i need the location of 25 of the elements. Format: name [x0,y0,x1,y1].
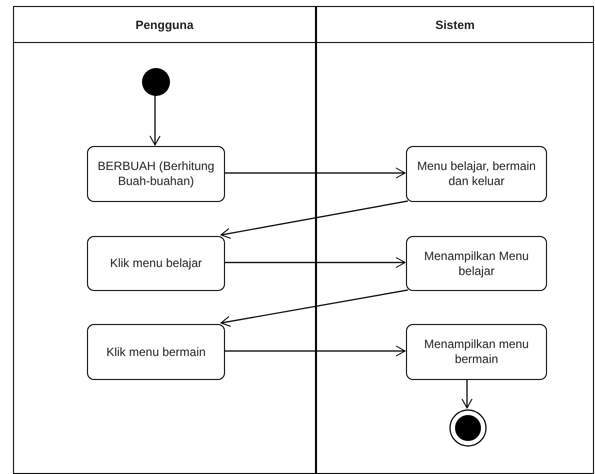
arrow [150,95,160,146]
swimlane [316,6,594,474]
activity-label: Menu belajar, bermain dan keluar [416,159,537,189]
activity-box [406,146,547,202]
lane-title: Sistem [435,16,475,34]
lane-title: Pengguna [135,16,194,34]
end-node [449,409,487,447]
activity-box [406,324,547,380]
arrow [462,379,472,408]
activity-label: Menampilkan Menu belajar [423,248,530,278]
activity-label: Klik menu bermain [106,344,206,360]
arrow [220,200,408,239]
activity-box [406,236,547,291]
activity-label: Klik menu belajar [110,256,202,271]
start-node [142,68,170,96]
arrow [224,257,406,268]
arrow [224,168,406,178]
activity-label: BERBUAH (Berhitung Buah-buahan) [96,159,216,189]
activity-box [87,324,225,380]
activity-box [87,236,225,291]
activity-box [87,146,225,202]
swimlane [13,6,316,474]
activity-label: Menampilkan menu bermain [423,337,530,367]
arrow [220,289,408,327]
arrow [224,346,406,356]
